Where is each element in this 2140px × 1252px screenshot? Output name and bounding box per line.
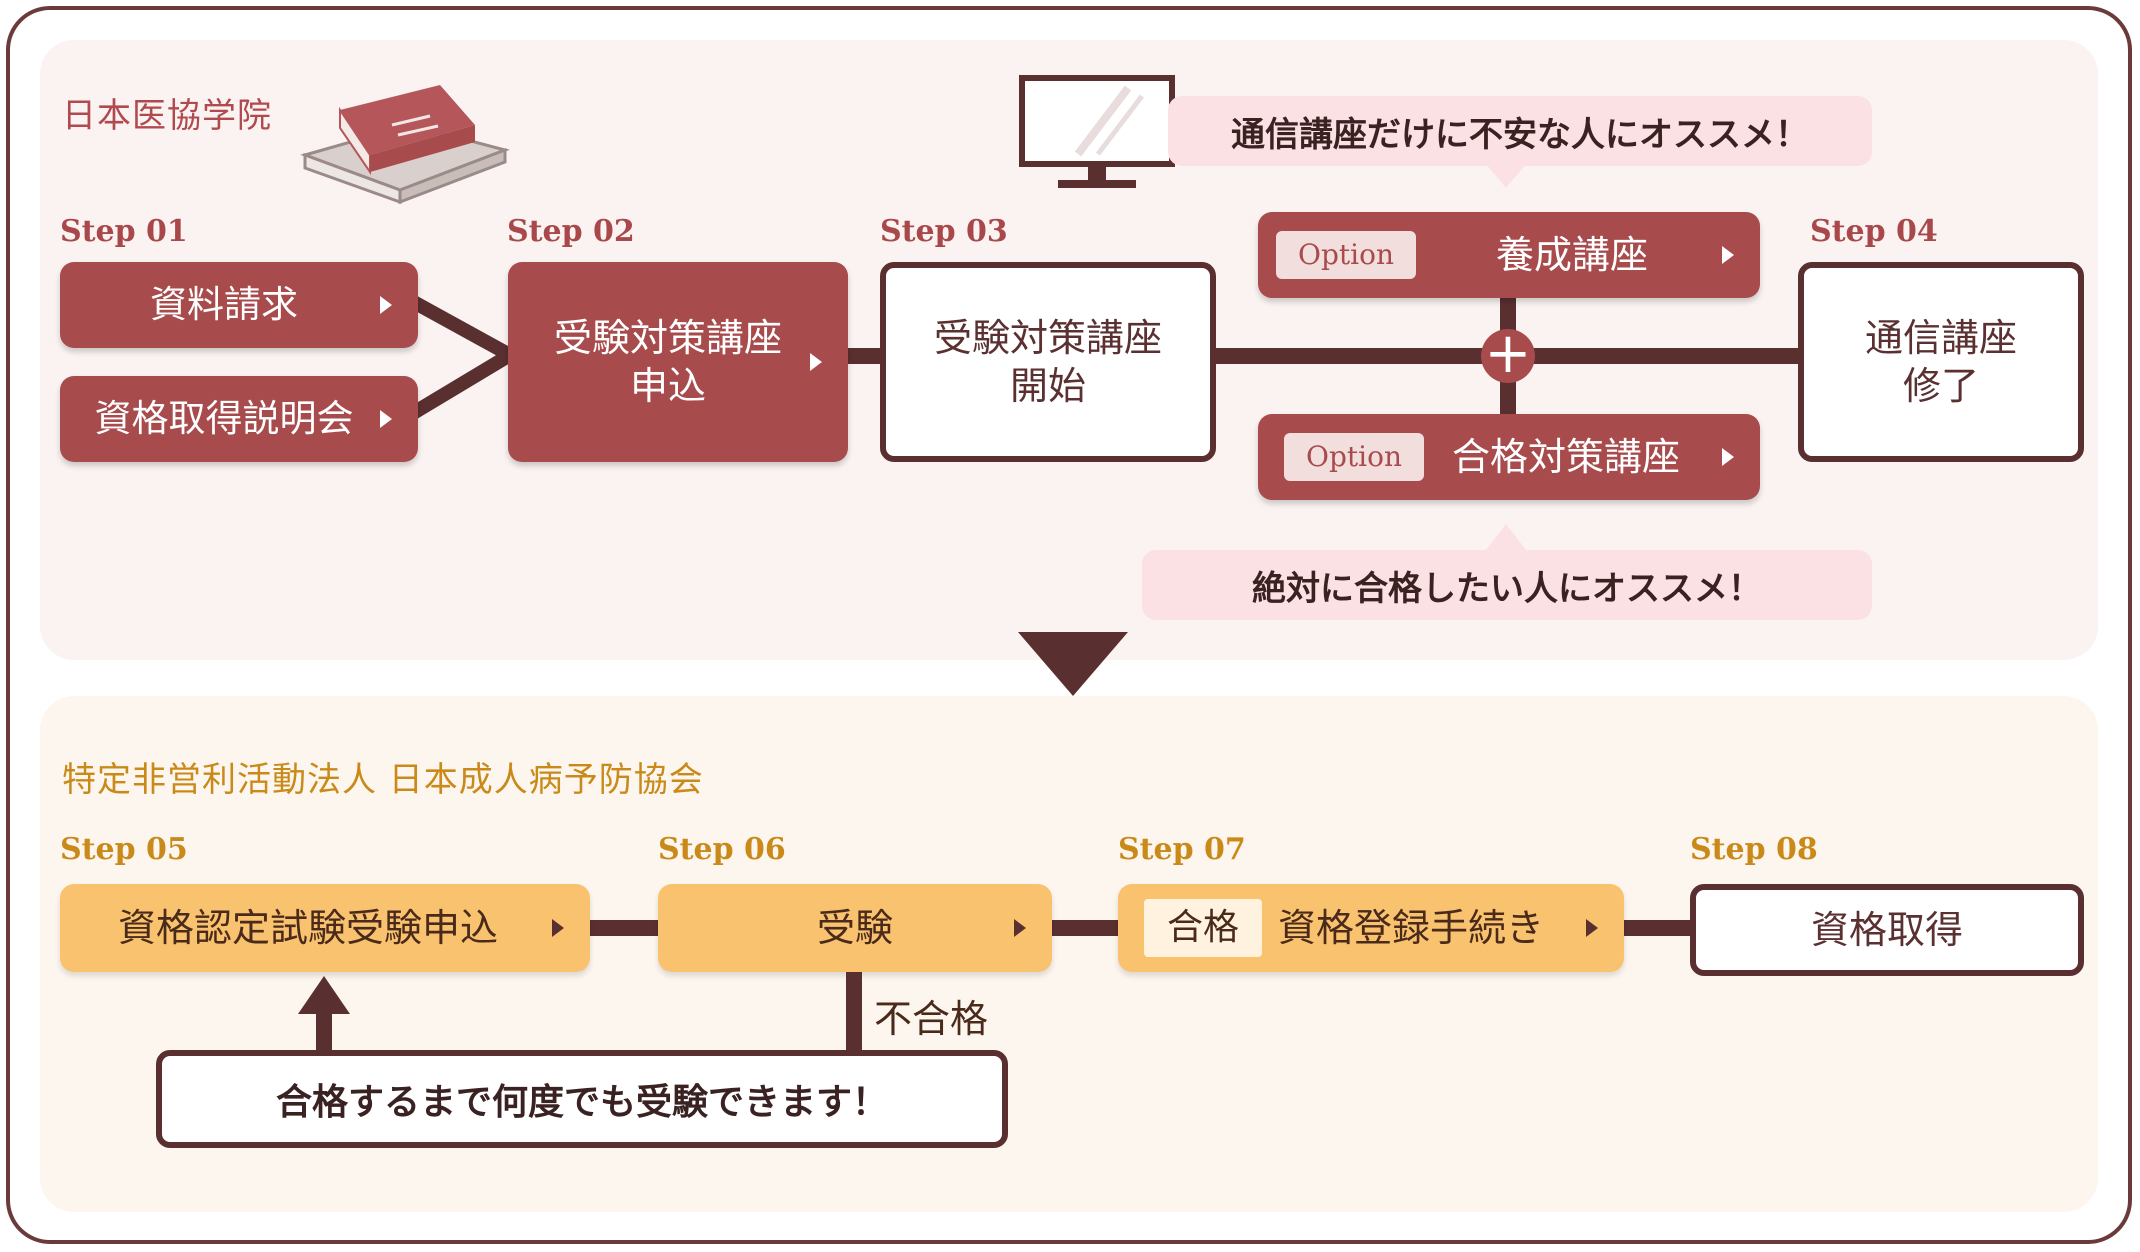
course-apply-line1: 受験対策講座 xyxy=(553,316,782,360)
option-tag: Option xyxy=(1276,231,1416,279)
up-arrow-icon xyxy=(298,976,350,1014)
request-materials-label: 資料請求 xyxy=(150,283,298,326)
bubble-pointer xyxy=(1486,524,1526,550)
arrow-right-icon xyxy=(380,296,392,314)
recommend-bubble-top-text: 通信講座だけに不安な人にオススメ！ xyxy=(1231,114,1809,155)
course-start-line2: 開始 xyxy=(1009,364,1086,408)
org-name-top: 日本医協学院 xyxy=(62,96,272,136)
step-05-label: Step 05 xyxy=(60,832,188,867)
info-session-button[interactable]: 資格取得説明会 xyxy=(60,376,418,462)
step-02-label: Step 02 xyxy=(507,214,635,249)
course-apply-line2: 申込 xyxy=(629,364,706,408)
certification-acquired-label: 資格取得 xyxy=(1810,908,1963,952)
down-arrow-icon xyxy=(1018,632,1128,696)
book-icon xyxy=(300,85,510,205)
step-06-label: Step 06 xyxy=(658,832,786,867)
option-training-button[interactable]: Option 養成講座 xyxy=(1258,212,1760,298)
course-complete-line2: 修了 xyxy=(1902,364,1979,408)
option-tag: Option xyxy=(1284,433,1424,481)
fail-connector xyxy=(846,972,862,1052)
course-start-line1: 受験対策講座 xyxy=(933,316,1162,360)
monitor-icon xyxy=(1019,75,1175,188)
option-training-label: 養成講座 xyxy=(1496,233,1649,277)
request-materials-button[interactable]: 資料請求 xyxy=(60,262,418,348)
connector-05-06 xyxy=(588,920,660,936)
org-name-bottom: 特定非営利活動法人 日本成人病予防協会 xyxy=(62,760,704,800)
step-07-label: Step 07 xyxy=(1118,832,1246,867)
connector-06-07 xyxy=(1050,920,1122,936)
pass-tag: 合格 xyxy=(1144,899,1262,957)
info-session-label: 資格取得説明会 xyxy=(94,397,354,440)
arrow-right-icon xyxy=(1014,919,1026,937)
arrow-right-icon xyxy=(552,919,564,937)
merge-connector xyxy=(410,293,514,420)
step-08-label: Step 08 xyxy=(1690,832,1818,867)
bubble-pointer xyxy=(1486,164,1526,188)
exam-button[interactable]: 受験 xyxy=(658,884,1052,972)
exam-apply-button[interactable]: 資格認定試験受験申込 xyxy=(60,884,590,972)
registration-label: 資格登録手続き xyxy=(1278,906,1545,950)
connector-07-08 xyxy=(1620,920,1692,936)
retry-note-text: 合格するまで何度でも受験できます！ xyxy=(275,1081,888,1123)
certification-acquired-box: 資格取得 xyxy=(1690,884,2084,976)
course-start-box: 受験対策講座 開始 xyxy=(880,262,1216,462)
recommend-bubble-bottom: 絶対に合格したい人にオススメ！ xyxy=(1142,550,1872,620)
exam-label: 受験 xyxy=(816,906,893,950)
retry-connector xyxy=(316,1010,332,1054)
step-01-label: Step 01 xyxy=(60,214,188,249)
course-complete-line1: 通信講座 xyxy=(1864,316,2017,360)
retry-note: 合格するまで何度でも受験できます！ xyxy=(156,1050,1008,1148)
plus-icon: + xyxy=(1481,326,1535,383)
arrow-right-icon xyxy=(1722,246,1734,264)
connector-02-03 xyxy=(848,348,880,364)
outer-frame xyxy=(6,6,2132,1244)
fail-label: 不合格 xyxy=(874,997,989,1041)
recommend-bubble-top: 通信講座だけに不安な人にオススメ！ xyxy=(1168,96,1872,166)
recommend-bubble-bottom-text: 絶対に合格したい人にオススメ！ xyxy=(1252,568,1762,609)
step-03-label: Step 03 xyxy=(880,214,1008,249)
registration-button[interactable]: 合格 資格登録手続き xyxy=(1118,884,1624,972)
course-complete-box: 通信講座 修了 xyxy=(1798,262,2084,462)
step-04-label: Step 04 xyxy=(1810,214,1938,249)
option-pass-course-label: 合格対策講座 xyxy=(1452,435,1681,479)
arrow-right-icon xyxy=(380,410,392,428)
arrow-right-icon xyxy=(1722,448,1734,466)
exam-apply-label: 資格認定試験受験申込 xyxy=(117,906,498,950)
option-pass-course-button[interactable]: Option 合格対策講座 xyxy=(1258,414,1760,500)
arrow-right-icon xyxy=(1586,919,1598,937)
arrow-right-icon xyxy=(810,353,822,371)
course-apply-button[interactable]: 受験対策講座 申込 xyxy=(508,262,848,462)
